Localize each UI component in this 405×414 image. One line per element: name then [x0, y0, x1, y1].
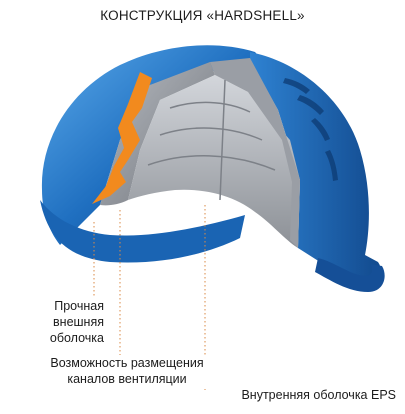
- label-outer-shell: Прочная внешняя оболочка: [22, 298, 106, 346]
- diagram-title: КОНСТРУКЦИЯ «HARDSHELL»: [100, 8, 305, 23]
- vent-channel-orange: [92, 72, 152, 204]
- outer-shell-front-brim: [40, 200, 245, 263]
- label-outer-shell-line2: внешняя: [53, 315, 104, 329]
- ceiling-ribs: [147, 79, 276, 201]
- vent-slots: [283, 78, 338, 181]
- outer-shell-left: [41, 45, 262, 246]
- eps-layer-left: [100, 62, 215, 206]
- label-outer-shell-line3: оболочка: [49, 331, 104, 345]
- label-vent-line1: Возможность размещения: [50, 356, 204, 370]
- eps-layer-right: [210, 58, 300, 248]
- leader-lines: [93, 205, 206, 390]
- label-inner-eps: Внутренняя оболочка EPS: [218, 387, 398, 403]
- label-outer-shell-line1: Прочная: [54, 299, 104, 313]
- outer-shell-right: [250, 52, 382, 285]
- outer-shell-rear-tail: [315, 258, 385, 292]
- label-vent-line2: каналов вентиляции: [67, 372, 187, 386]
- inner-cavity: [128, 75, 300, 248]
- label-vent-channels: Возможность размещения каналов вентиляци…: [20, 355, 234, 387]
